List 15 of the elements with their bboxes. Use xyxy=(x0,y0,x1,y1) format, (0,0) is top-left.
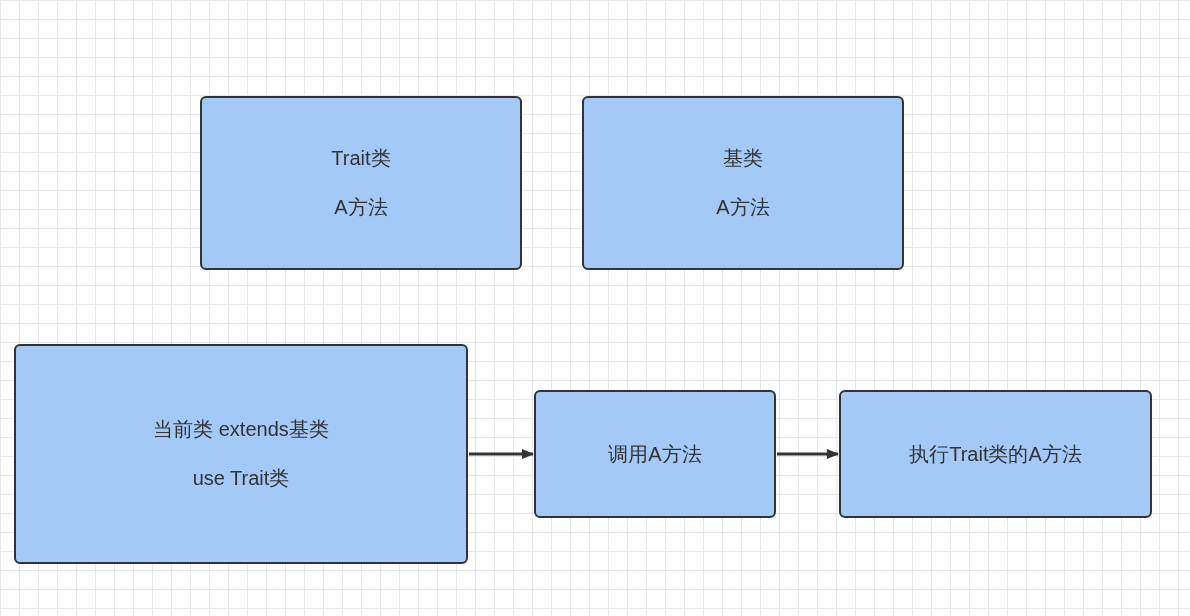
process-box xyxy=(839,390,1152,518)
box-text: 执行Trait类的A方法 xyxy=(909,441,1082,467)
box-text: 基类 xyxy=(723,146,763,171)
arrow xyxy=(777,449,839,459)
process-box xyxy=(14,344,468,564)
box-text: use Trait类 xyxy=(192,466,290,491)
arrow xyxy=(469,449,534,459)
process-box xyxy=(534,390,776,518)
box-text: A方法 xyxy=(334,195,388,220)
box-text: A方法 xyxy=(716,195,770,220)
box-text: 当前类 extends基类 xyxy=(153,417,329,442)
box-text: Trait类 xyxy=(331,146,391,171)
process-box xyxy=(582,96,904,270)
box-text: 调用A方法 xyxy=(608,441,702,467)
process-box xyxy=(200,96,522,270)
